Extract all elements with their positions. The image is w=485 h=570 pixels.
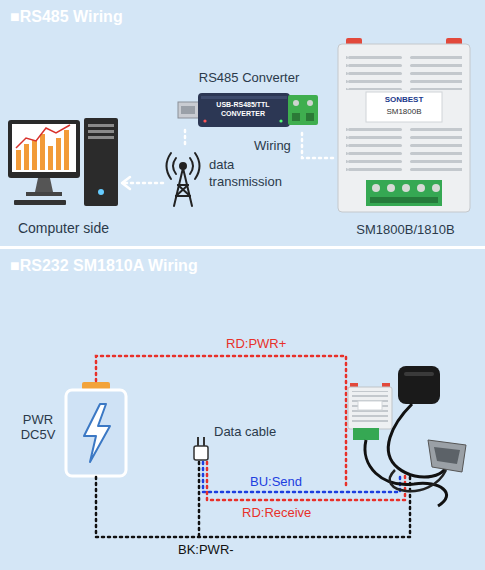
sensor-device-part [402,184,410,192]
computer-illustration-part [32,140,37,170]
power-adapter-part [398,366,440,404]
db9-connector-part [428,440,466,472]
plug-icon-part [197,437,199,446]
node-label: RS485 Converter [178,70,320,86]
usb-converter-part [279,119,282,122]
usb-converter-part [307,100,313,106]
computer-illustration-part [40,134,45,170]
sensor-device-part [370,197,438,203]
cable-label: Data cable [214,424,276,440]
node-label: data transmission [209,156,298,190]
battery-icon [66,382,126,476]
computer-illustration-part [26,192,62,196]
sensor-device-part [432,184,440,192]
sm1810a-device-part [358,401,382,410]
wire-label: RD:PWR+ [226,336,286,352]
usb-converter-part [306,113,314,121]
battery-icon-part [84,404,110,462]
plug-icon-part [203,437,205,446]
sensor-device [338,38,470,212]
computer-illustration-part [12,124,76,172]
sensor-device-part [338,44,470,212]
computer-illustration-part [84,118,118,206]
wire-label: BU:Send [250,474,302,490]
edge-label: Wiring [254,138,291,154]
computer-illustration-part [16,150,21,170]
section-heading: ■RS232 SM1810A Wiring [10,256,198,275]
computer-illustration-part [8,120,80,178]
battery-icon-part [66,390,126,476]
brand-print: SONBEST [366,95,442,105]
sensor-device-part [346,126,462,174]
plug-icon-part [194,446,208,460]
computer-illustration-part [14,200,66,205]
usb-converter-part [178,102,200,118]
usb-converter-part [181,106,195,114]
sm1810a-device-part [348,387,392,429]
computer-illustration-part [88,136,114,139]
sensor-device-part [366,92,442,122]
model-print: SM1800B [366,107,442,117]
antenna-node: data transmission [163,148,298,210]
wire-label: RD:Receive [242,505,311,521]
sensor-device-part [372,184,380,192]
sensor-device-part [366,180,442,206]
usb-converter-part [293,100,299,106]
power-adapter-part [404,372,434,376]
usb-converter-part [203,119,206,122]
computer-illustration-part [48,146,53,170]
computer-illustration-part [98,189,104,195]
device-print: USB-RS485/TTL CONVERTER [211,100,275,118]
computer-illustration-part [64,130,69,170]
computer-illustration-part [88,124,114,127]
computer-illustration-part [24,144,29,170]
usb-converter-part [288,95,318,125]
sensor-device-part [346,52,462,90]
usb-converter-part [292,113,300,121]
usb-converter [178,93,318,127]
wire-label: BK:PWR- [178,542,234,558]
usb-converter-part [201,96,287,99]
db9-connector-part [434,447,460,464]
node-label: PWR DC5V [16,412,60,442]
computer-illustration-part [35,178,53,192]
node-label: Computer side [5,220,122,237]
computer-illustration-part [16,125,70,148]
node-label: SM1800B/1810B [333,222,478,238]
db9-connector [428,440,466,472]
computer-illustration-part [56,138,61,170]
section-heading: ■RS485 Wiring [10,7,123,26]
sensor-device-part [387,184,395,192]
sm1810a-device-part [353,428,379,440]
sensor-device-part [417,184,425,192]
computer-illustration-part [88,130,114,133]
usb-converter-part [198,93,290,127]
sm1810a-device-part [352,391,388,423]
